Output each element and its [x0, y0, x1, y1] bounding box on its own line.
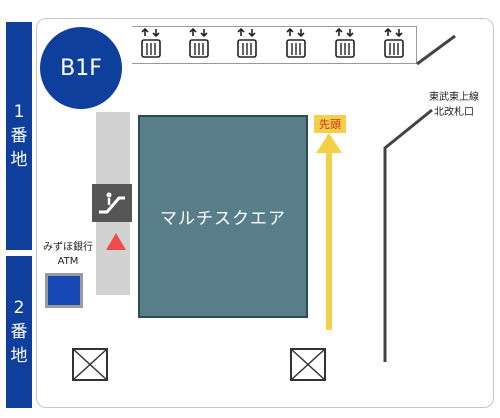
multi-square-area[interactable]: マルチスクエア: [138, 115, 308, 318]
zone-1-band: 1 番 地: [6, 22, 32, 250]
floor-badge: B1F: [40, 27, 122, 109]
elevator-icon: [285, 27, 307, 59]
elevator-icon: [140, 27, 162, 59]
atm-icon[interactable]: [45, 273, 83, 308]
lead-car-label: 先頭: [319, 118, 341, 131]
elevator-icon: [188, 27, 210, 59]
zone-2-char-3: 地: [10, 346, 28, 366]
zone-1-char-3: 地: [10, 150, 28, 170]
atm-label: みずほ銀行 ATM: [34, 241, 102, 269]
zone-2-char-1: 2: [13, 298, 25, 318]
atm-bank-name: みずほ銀行: [43, 242, 93, 253]
arrow-up-icon: [316, 133, 342, 153]
direction-arrow-shaft: [326, 150, 332, 330]
up-direction-marker: [106, 233, 126, 250]
zone-1-char-1: 1: [13, 102, 25, 122]
exit-line-1: 東武東上線: [429, 92, 479, 103]
multi-square-label: マルチスクエア: [160, 209, 286, 229]
escalator-icon: [92, 184, 132, 222]
elevator-strip: [132, 26, 417, 64]
elevator-icon: [383, 27, 405, 59]
elevator-icon: [334, 27, 356, 59]
atm-text: ATM: [57, 256, 79, 267]
zone-1-char-2: 番: [10, 126, 28, 146]
floor-label: B1F: [60, 55, 102, 81]
zone-2-char-2: 番: [10, 322, 28, 342]
exit-line-2: 北改札口: [434, 107, 474, 118]
zone-2-band: 2 番 地: [6, 256, 32, 408]
crossed-box-icon: [72, 348, 108, 381]
exit-label: 東武東上線 北改札口: [410, 90, 498, 120]
crossed-box-icon: [290, 348, 326, 381]
lead-car-tag: 先頭: [314, 115, 346, 133]
elevator-icon: [236, 27, 258, 59]
